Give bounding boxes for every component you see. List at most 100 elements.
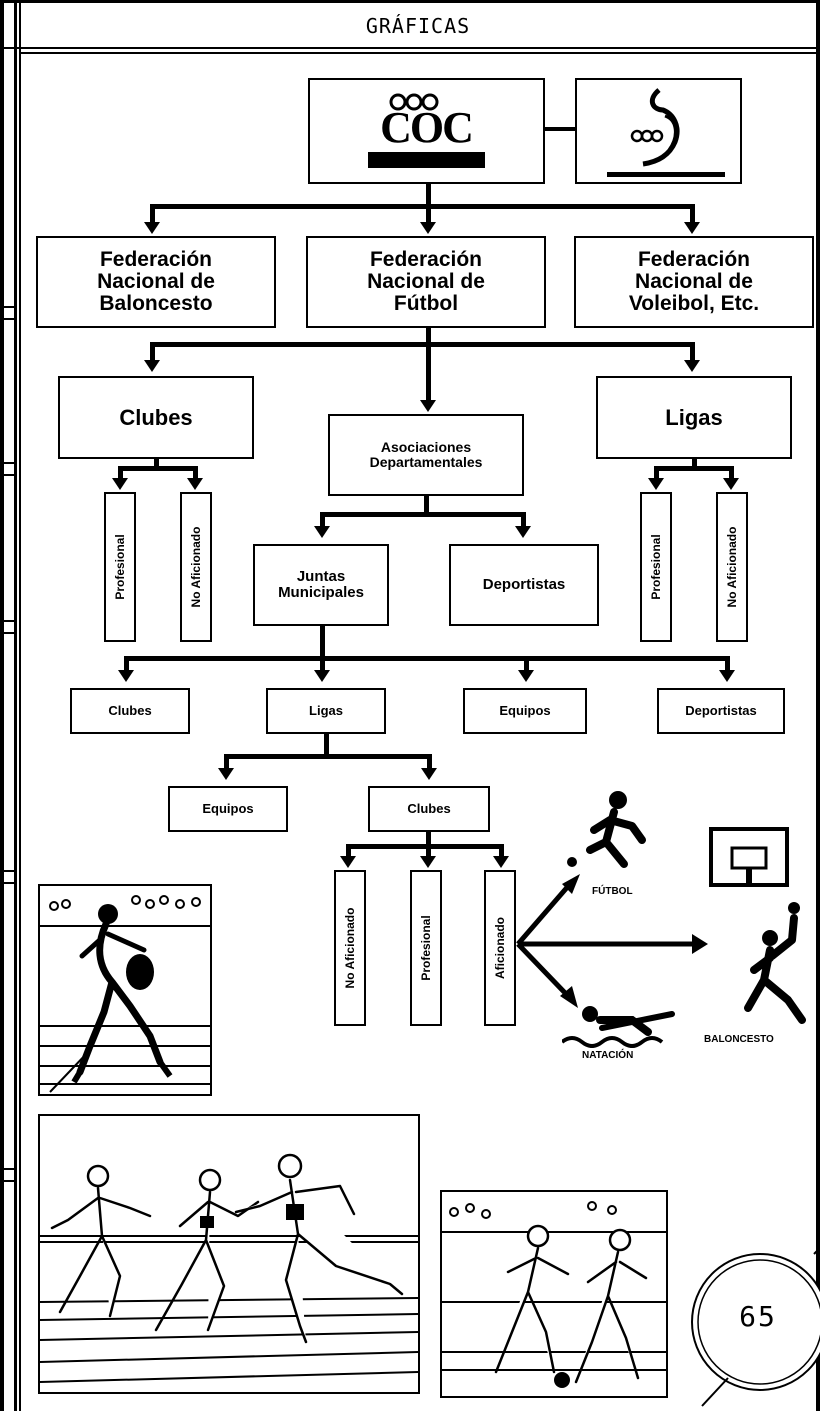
- margin-tick: [0, 474, 14, 476]
- arrow-down-icon: [314, 526, 330, 538]
- arrow-down-icon: [421, 768, 437, 780]
- page-corner-circle: [691, 1247, 820, 1407]
- connector: [654, 466, 734, 471]
- arrow-down-icon: [719, 670, 735, 682]
- page-title: GRÁFICAS: [365, 14, 471, 38]
- connector: [521, 512, 526, 526]
- node-fed-futbol: Federación Nacional de Fútbol: [306, 236, 546, 328]
- node-ligas-2: Ligas: [266, 688, 386, 734]
- connector: [320, 626, 325, 660]
- basketball-hoop-icon: [709, 827, 789, 887]
- margin-tick: [0, 870, 14, 872]
- natacion-label: NATACIÓN: [582, 1050, 634, 1061]
- flame-logo-icon: [607, 88, 725, 177]
- sports-arrows: [516, 874, 708, 1008]
- connector: [426, 184, 431, 206]
- clubes-no-aficionado-label: No Aficionado: [189, 526, 203, 608]
- node-juntas: Juntas Municipales: [253, 544, 389, 626]
- margin-tick: [0, 882, 14, 884]
- node-clubes-3: Clubes: [368, 786, 490, 832]
- connector: [426, 204, 431, 222]
- arrow-down-icon: [493, 856, 509, 868]
- inner-frame-left: [19, 0, 21, 1411]
- connector: [424, 496, 429, 514]
- connector: [224, 754, 229, 768]
- clubes-profesional-label: Profesional: [113, 534, 127, 600]
- margin-tick: [0, 1168, 14, 1170]
- connector: [150, 204, 694, 209]
- margin-tick: [0, 318, 14, 320]
- connector: [320, 512, 325, 526]
- connector: [426, 328, 431, 346]
- connector: [725, 656, 730, 670]
- coc-logo-box: COC: [308, 78, 545, 184]
- margin-tick: [0, 47, 14, 49]
- illustration-soccer: [440, 1190, 668, 1398]
- arrow-down-icon: [187, 478, 203, 490]
- baloncesto-label: BALONCESTO: [704, 1034, 774, 1045]
- illustration-runner: [38, 884, 212, 1096]
- margin-tick: [0, 620, 14, 622]
- margin-tick: [0, 1180, 14, 1182]
- right-border: [816, 0, 820, 1411]
- arrow-down-icon: [112, 478, 128, 490]
- profesional-3-label: Profesional: [419, 915, 433, 981]
- node-equipos-2: Equipos: [463, 688, 587, 734]
- connector: [426, 342, 431, 400]
- header-bottom-line: [0, 47, 820, 49]
- coc-logo-icon: COC: [368, 93, 485, 168]
- connector: [150, 342, 694, 347]
- connector: [154, 459, 159, 469]
- arrow-down-icon: [218, 768, 234, 780]
- ligas-no-aficionado-box: No Aficionado: [716, 492, 748, 642]
- node-clubes: Clubes: [58, 376, 254, 459]
- no-aficionado-3-box: No Aficionado: [334, 870, 366, 1026]
- arrow-down-icon: [420, 400, 436, 412]
- connector: [320, 512, 526, 517]
- futbol-label: FÚTBOL: [592, 886, 633, 897]
- left-border-line: [0, 0, 4, 1411]
- node-ligas: Ligas: [596, 376, 792, 459]
- connector: [499, 844, 504, 856]
- arrow-down-icon: [420, 222, 436, 234]
- soccer-player-icon: [567, 791, 646, 868]
- connector: [124, 656, 730, 661]
- connector: [324, 734, 329, 758]
- connector: [427, 754, 432, 768]
- arrow-down-icon: [314, 670, 330, 682]
- arrow-down-icon: [518, 670, 534, 682]
- connector: [118, 466, 198, 471]
- connector: [193, 466, 198, 478]
- ligas-no-aficionado-label: No Aficionado: [725, 526, 739, 608]
- profesional-3-box: Profesional: [410, 870, 442, 1026]
- header-bottom-line-2: [19, 52, 820, 54]
- connector: [346, 844, 351, 856]
- page-number: 65: [739, 1300, 777, 1333]
- connector: [150, 342, 155, 360]
- svg-text:COC: COC: [380, 103, 472, 152]
- connector: [150, 204, 155, 222]
- ligas-profesional-label: Profesional: [649, 534, 663, 600]
- arrow-down-icon: [340, 856, 356, 868]
- arrow-down-icon: [723, 478, 739, 490]
- aficionado-3-box: Aficionado: [484, 870, 516, 1026]
- connector: [426, 832, 431, 848]
- illustration-sprinters: [38, 1114, 420, 1394]
- connector: [426, 844, 431, 856]
- logo-connector: [545, 127, 575, 131]
- arrow-down-icon: [420, 856, 436, 868]
- top-border: [0, 0, 820, 3]
- basketball-player-icon: [744, 902, 806, 1024]
- margin-tick: [0, 306, 14, 308]
- node-fed-baloncesto: Federación Nacional de Baloncesto: [36, 236, 276, 328]
- margin-tick: [0, 462, 14, 464]
- arrow-down-icon: [648, 478, 664, 490]
- connector: [118, 466, 123, 478]
- connector: [692, 459, 697, 469]
- swimmer-icon: [562, 1006, 675, 1048]
- arrow-down-icon: [515, 526, 531, 538]
- connector: [124, 656, 129, 670]
- node-fed-voleibol: Federación Nacional de Voleibol, Etc.: [574, 236, 814, 328]
- arrow-down-icon: [684, 222, 700, 234]
